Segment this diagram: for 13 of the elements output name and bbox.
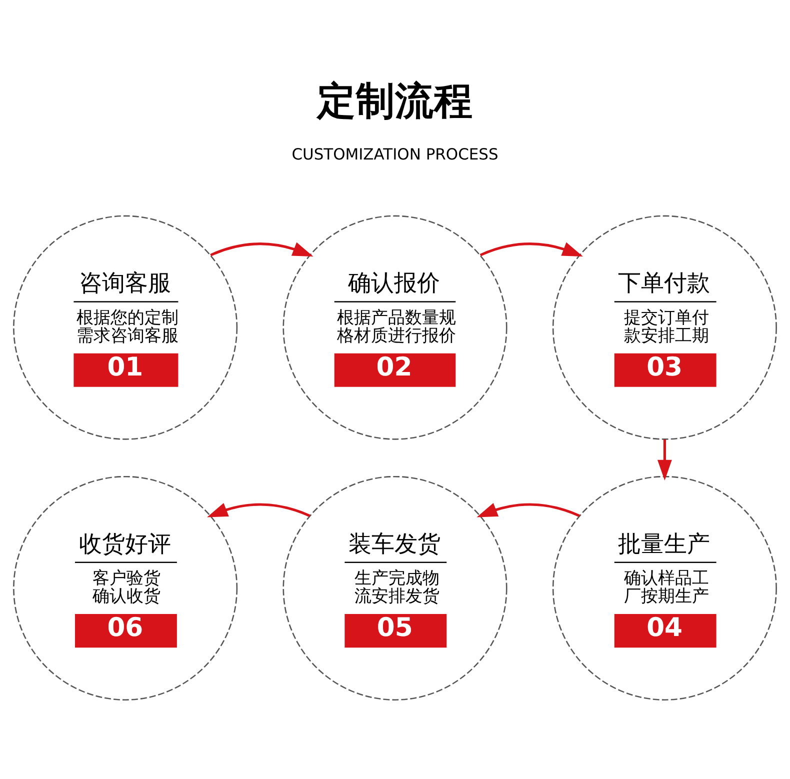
arrow — [210, 242, 314, 257]
node-circle: 咨询客服 根据您的定制需求咨询客服 01 — [13, 215, 238, 440]
node-circle: 确认报价 根据产品数量规格材质进行报价 02 — [282, 215, 508, 440]
arrow — [207, 502, 310, 518]
diagram-title: 定制流程 — [316, 79, 473, 124]
arrow — [480, 242, 583, 257]
node-circle: 下单付款 提交订单付款安排工期 03 — [552, 215, 777, 440]
node-circle: 批量生产 确认样品工厂按期生产 04 — [552, 476, 777, 700]
arrow — [657, 439, 672, 480]
arrow — [476, 502, 580, 518]
node-circle: 收货好评 客户验货确认收货 06 — [13, 476, 238, 700]
label: CUSTOMIZATION PROCESS — [292, 145, 498, 164]
node-circle: 装车发货 生产完成物流安排发货 05 — [282, 476, 508, 700]
